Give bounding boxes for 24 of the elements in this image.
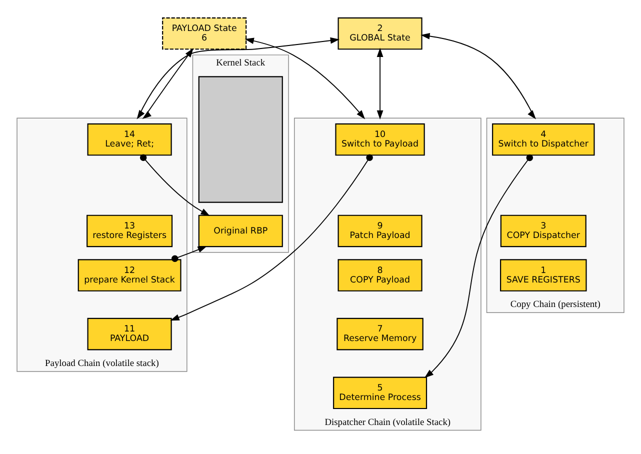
arrow [424, 154, 534, 378]
arrow [376, 48, 384, 120]
node-box: 14 Leave; Ret; [87, 123, 172, 156]
arrow [420, 32, 536, 120]
node-box: 13 restore Registers [86, 214, 173, 248]
arrow [140, 154, 210, 216]
node-box: Original RBP [198, 214, 283, 248]
node-box: 12 prepare Kernel Stack [78, 259, 182, 292]
arrow [170, 154, 373, 321]
arrow [244, 38, 366, 120]
node-box: 9 Patch Payload [338, 214, 422, 248]
node-box: 1 SAVE REGISTERS [500, 259, 587, 292]
node-box: 4 Switch to Dispatcher [492, 123, 595, 156]
arrow [136, 37, 340, 120]
node-box: 7 Reserve Memory [336, 318, 424, 350]
node-box: 3 COPY Dispatcher [500, 214, 586, 248]
node-box: 5 Determine Process [333, 376, 428, 410]
arrow [172, 246, 207, 262]
node-box: 2 GLOBAL State [338, 17, 422, 50]
node-box: 8 COPY Payload [338, 259, 422, 292]
node-box: 11 PAYLOAD [87, 318, 172, 350]
node-box: 10 Switch to Payload [335, 123, 425, 156]
node-box: PAYLOAD State 6 [162, 17, 247, 50]
node-box [198, 76, 283, 203]
